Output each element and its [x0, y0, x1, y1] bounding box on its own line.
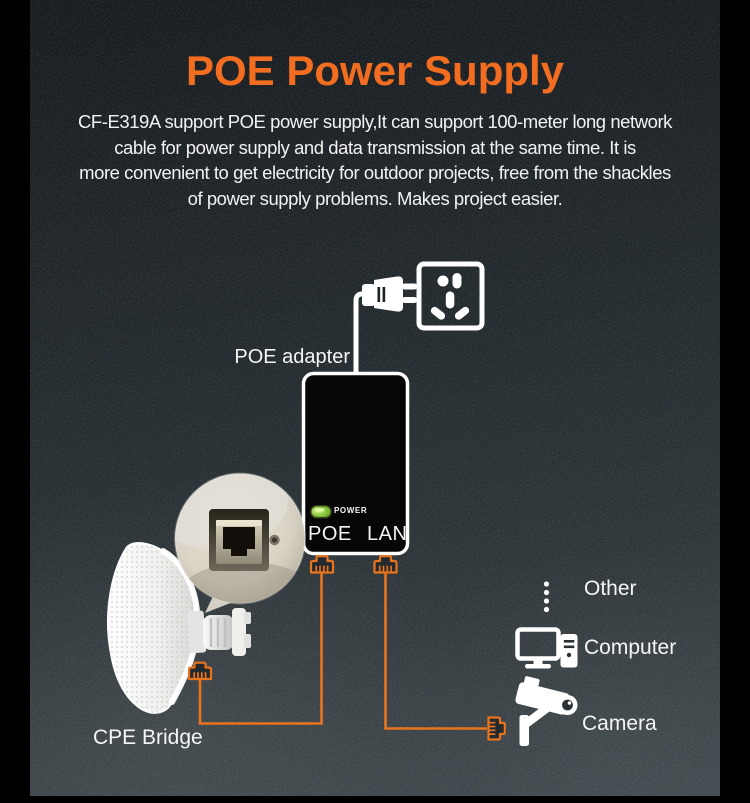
- description-line: more convenient to get electricity for o…: [79, 162, 671, 183]
- inset-shadow: [175, 562, 305, 604]
- description-paragraph: CF-E319A support POE power supply,It can…: [30, 109, 720, 211]
- power-led-label: POWER: [334, 506, 368, 515]
- socket-hole-slot: [452, 273, 462, 289]
- dot: [543, 598, 550, 604]
- socket-outline: [416, 261, 485, 331]
- bottom-black-bar: [0, 796, 750, 803]
- description-line: of power supply problems. Makes project …: [187, 187, 563, 209]
- desktop-computer-icon: [515, 627, 578, 669]
- tower: [560, 634, 578, 668]
- camera-label: Camera: [582, 712, 657, 735]
- poe-port-rj45-icon: [309, 555, 335, 574]
- plug-prong-top: [402, 283, 417, 290]
- page-title: POE Power Supply: [185, 47, 565, 94]
- plug-body: [374, 276, 403, 312]
- socket-hole-left-angled: [430, 306, 446, 320]
- power-plug-icon: [362, 276, 417, 312]
- socket-hole-center: [445, 291, 455, 309]
- port-metal-highlight: [216, 520, 262, 526]
- socket-hole-round: [437, 275, 449, 287]
- computer-label: Computer: [584, 636, 677, 659]
- socket-hole-right-angled: [454, 306, 470, 320]
- screw-hole-center: [271, 537, 278, 543]
- cpe-bridge-label: CPE Bridge: [93, 726, 203, 749]
- cpe-port-rj45-icon: [187, 661, 213, 681]
- cctv-camera-icon: [515, 676, 578, 746]
- monitor-neck: [533, 658, 543, 664]
- mount-screw-tab: [244, 612, 251, 624]
- mount-plate: [232, 608, 246, 656]
- camera-post: [519, 715, 529, 746]
- mount-screw-tab: [244, 634, 251, 648]
- tower-vent: [563, 645, 575, 649]
- monitor: [515, 627, 561, 661]
- poe-port-label: POE: [308, 523, 352, 545]
- tower-vent: [563, 640, 575, 643]
- poe-adapter-box: [301, 371, 410, 556]
- lan-port-rj45-icon: [373, 555, 398, 574]
- description-line: CF-E319A support POE power supply,It can…: [78, 111, 672, 132]
- tower-button: [566, 652, 572, 658]
- camera-arm: [523, 702, 553, 728]
- mount-cylinder-ridges: [209, 618, 227, 647]
- plug-prong-bottom: [402, 297, 417, 303]
- other-label: Other: [584, 577, 637, 600]
- monitor-base: [525, 664, 551, 669]
- rj45-jack-opening: [223, 527, 255, 556]
- camera-lens: [562, 699, 573, 711]
- cpe-bridge-device: [107, 542, 251, 714]
- plug-slit: [377, 287, 381, 302]
- adapter-power-cable: [353, 291, 372, 379]
- mount-tab: [186, 610, 207, 654]
- cpe-to-poe-cable: [198, 573, 323, 725]
- camera-plug-rj45-icon: [487, 716, 506, 741]
- vertical-dots-icon: [543, 581, 550, 613]
- camera-lens-glint: [567, 701, 572, 705]
- left-black-bar: [0, 0, 30, 803]
- dot: [543, 589, 550, 596]
- led-highlight: [315, 508, 324, 512]
- poe-adapter-label: POE adapter: [234, 346, 350, 368]
- lan-port-label: LAN: [367, 523, 408, 545]
- camera-hood: [523, 676, 540, 687]
- plug-boot: [362, 284, 375, 306]
- camera-body-group: [515, 676, 570, 715]
- dish-perforations: [107, 543, 198, 713]
- dot: [543, 581, 550, 587]
- wall-socket-icon: [416, 261, 485, 331]
- dot: [543, 606, 550, 613]
- camera-body: [515, 682, 570, 715]
- plug-slit: [382, 287, 386, 302]
- power-led: [311, 506, 331, 517]
- description-line: cable for power supply and data transmis…: [114, 136, 636, 158]
- lan-to-camera-cable: [384, 573, 487, 730]
- right-black-bar: [720, 0, 750, 803]
